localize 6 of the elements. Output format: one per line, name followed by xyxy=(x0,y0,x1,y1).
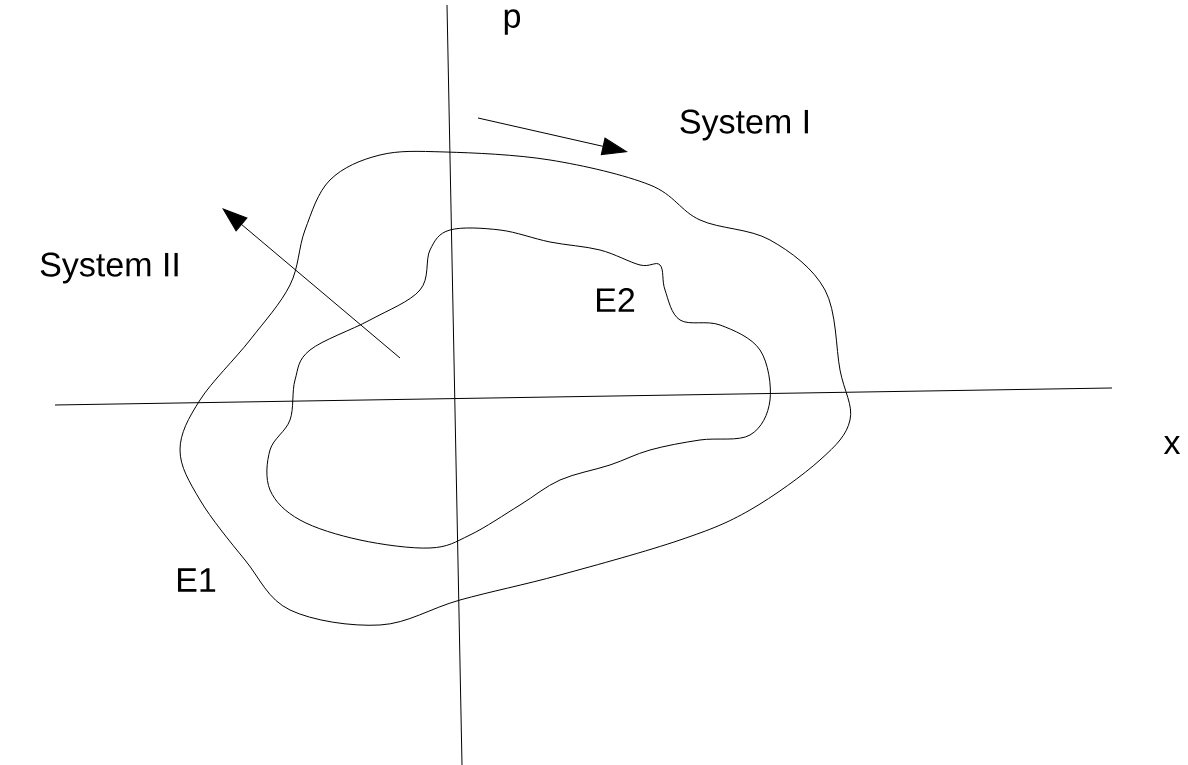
axis-label: System I xyxy=(680,109,808,141)
axis-label: E2 xyxy=(597,288,635,312)
axis-label: E1 xyxy=(178,568,216,592)
axis-label: p xyxy=(504,9,521,35)
axis-label: x xyxy=(1163,436,1181,454)
axis-label: System II xyxy=(40,252,178,284)
